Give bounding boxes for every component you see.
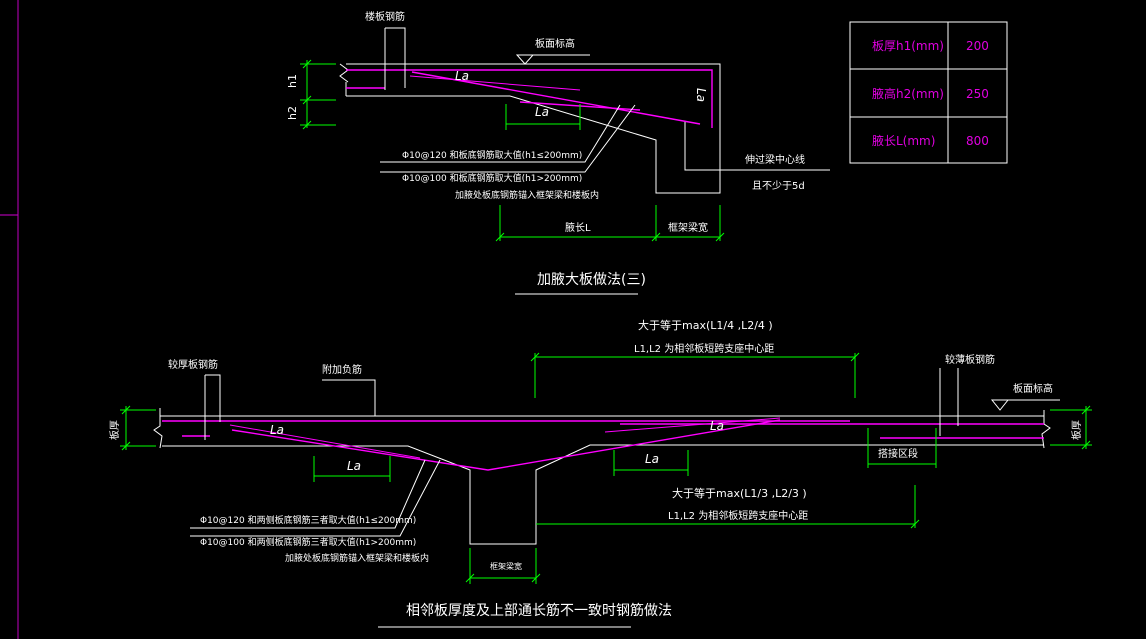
haunch-length-label: 腋长L — [565, 221, 591, 234]
top-note-leader-1 — [380, 104, 621, 163]
top-dim-line2: L1,L2 为相邻板短跨支座中心距 — [634, 342, 774, 355]
bottom-dim-line2: L1,L2 为相邻板短跨支座中心距 — [668, 509, 808, 522]
bottom-note-line2: Φ10@100 和两侧板底钢筋三者取大值(h1>200mm) — [200, 536, 416, 548]
right-thickness-label: 板厚 — [1070, 420, 1083, 440]
top-la-dimension — [505, 104, 581, 130]
left-thickness-label: 板厚 — [108, 420, 121, 440]
bottom-la-label-4: La — [645, 452, 659, 466]
bottom-elev-symbol — [990, 399, 1010, 411]
bottom-note-leader-2 — [190, 459, 441, 537]
bottom-note-line3: 加腋处板底钢筋锚入框架梁和楼板内 — [285, 552, 429, 564]
top-la-label-3: La — [694, 88, 708, 102]
top-slab-elev-label: 板面标高 — [535, 37, 575, 50]
bottom-right-dimension — [536, 485, 920, 529]
bottom-la-label-2: La — [347, 459, 361, 473]
left-rebar-leader — [205, 374, 221, 422]
table-row-value-1: 200 — [966, 39, 989, 53]
bottom-la-label-3: La — [710, 419, 724, 433]
top-haunch-detail: h1 h2 楼板钢筋 板面标高 La La La Φ10@120 和板底钢筋取大… — [286, 10, 830, 295]
table-border — [849, 21, 1008, 164]
beam-center-leader — [684, 122, 830, 171]
bottom-la-label-1: La — [270, 423, 284, 437]
top-la-label-1: La — [455, 69, 469, 83]
top-detail-title: 加腋大板做法(三) — [537, 272, 646, 288]
top-la-label-2: La — [535, 105, 549, 119]
bottom-la-arrow-left — [229, 424, 421, 459]
table-row-label-3: 腋长L(mm) — [872, 133, 935, 148]
top-frame-beam-width-label: 框架梁宽 — [668, 221, 708, 234]
bottom-frame-beam-width-label: 框架梁宽 — [490, 561, 522, 571]
bottom-la-dimensions — [313, 450, 689, 482]
bottom-la-arrow-right — [604, 417, 781, 433]
bottom-left-break — [153, 408, 163, 449]
top-note-line1: Φ10@120 和板底钢筋取大值(h1≤200mm) — [402, 149, 582, 161]
top-haunch-rebar — [411, 71, 701, 125]
bottom-note-line1: Φ10@120 和两侧板底钢筋三者取大值(h1≤200mm) — [200, 514, 416, 526]
min-5d-note: 且不少于5d — [752, 180, 805, 192]
added-bar-label: 附加负筋 — [322, 363, 362, 376]
top-slab-rebar — [346, 69, 713, 128]
bottom-left-thickness-dim — [120, 405, 156, 451]
beam-center-note: 伸过梁中心线 — [745, 153, 805, 166]
top-dim-line1: 大于等于max(L1/4 ,L2/4 ) — [638, 318, 773, 332]
lap-zone-label: 搭接区段 — [878, 447, 918, 460]
h2-label: h2 — [286, 106, 299, 120]
bottom-top-dimension — [530, 352, 860, 398]
parameter-table: 板厚h1(mm) 200 腋高h2(mm) 250 腋长L(mm) 800 — [849, 21, 1008, 164]
top-la-arrow — [409, 75, 581, 91]
bottom-detail-title: 相邻板厚度及上部通长筋不一致时钢筋做法 — [406, 602, 672, 619]
top-note-line2: Φ10@100 和板底钢筋取大值(h1>200mm) — [402, 172, 582, 184]
h1-label: h1 — [286, 74, 299, 88]
slab-rebar-label: 楼板钢筋 — [365, 10, 405, 23]
top-bottom-dimensions — [495, 205, 725, 242]
left-slab-rebar-label: 较厚板钢筋 — [168, 358, 218, 371]
lap-zone-dimension — [867, 428, 937, 468]
bottom-right-thickness-dim — [1050, 405, 1092, 450]
right-slab-rebar-label: 较薄板钢筋 — [945, 353, 995, 366]
top-elev-symbol — [515, 54, 535, 65]
top-rebar-leader — [385, 27, 406, 88]
table-row-value-3: 800 — [966, 134, 989, 148]
bottom-dim-line1: 大于等于max(L1/3 ,L2/3 ) — [672, 486, 807, 500]
top-h-dimensions — [300, 59, 336, 130]
top-break-symbol — [339, 63, 349, 83]
bottom-note-leader-1 — [190, 459, 426, 529]
bottom-haunch-rebar — [231, 419, 781, 471]
top-note-line3: 加腋处板底钢筋锚入框架梁和楼板内 — [455, 189, 599, 201]
table-row-label-1: 板厚h1(mm) — [872, 39, 944, 53]
top-note-leader-2 — [380, 104, 636, 173]
bottom-beam-width-dim — [465, 548, 541, 584]
bottom-slab-elev-label: 板面标高 — [1013, 382, 1053, 395]
table-row-label-2: 腋高h2(mm) — [872, 86, 944, 101]
table-row-value-2: 250 — [966, 87, 989, 101]
bottom-haunch-detail: 板厚 板厚 较厚板钢筋 附加负筋 大于等于max(L1/4 ,L2/4 ) L1… — [108, 318, 1092, 628]
bottom-concrete-outline — [162, 444, 1044, 545]
added-bar-leader — [322, 379, 376, 416]
